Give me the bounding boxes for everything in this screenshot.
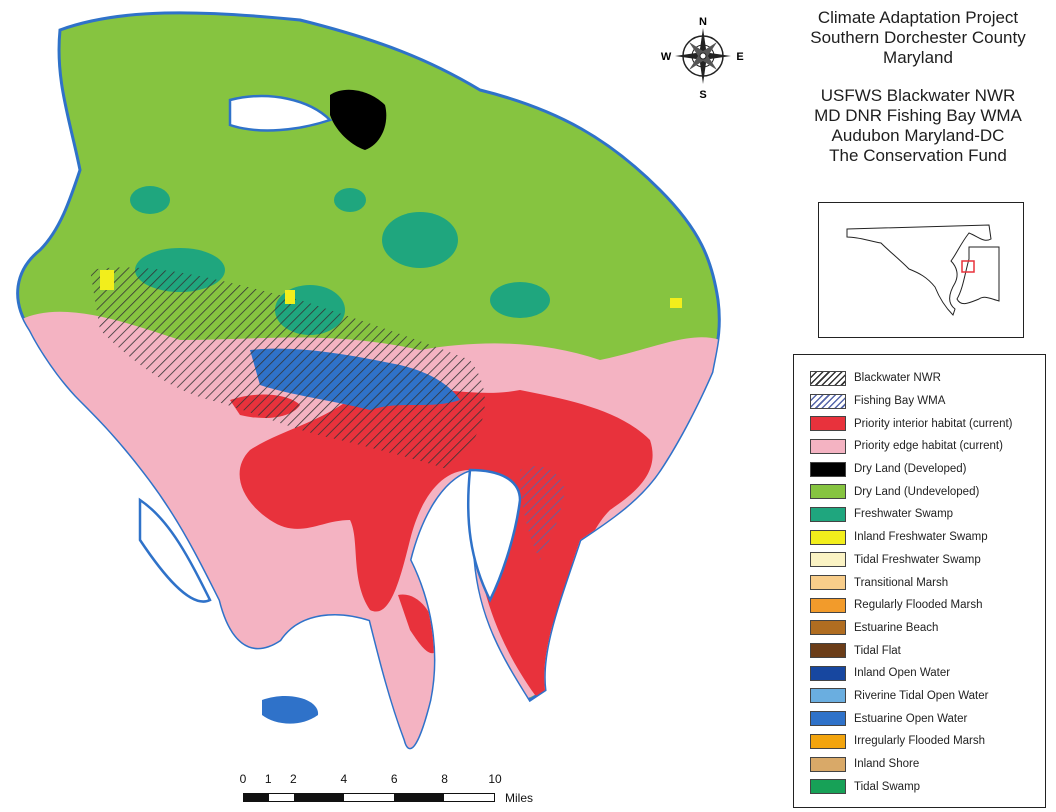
scale-tick-label: 1 (264, 772, 272, 786)
legend-label: Priority interior habitat (current) (854, 417, 1013, 430)
legend-label: Priority edge habitat (current) (854, 440, 1003, 453)
legend-swatch (810, 711, 846, 727)
legend-item: Dry Land (Developed) (810, 458, 1045, 481)
legend-item: Inland Shore (810, 753, 1045, 776)
partner-line: USFWS Blackwater NWR (820, 86, 1016, 105)
scale-segment (444, 794, 494, 801)
legend-label: Inland Shore (854, 758, 920, 771)
legend-item: Riverine Tidal Open Water (810, 685, 1045, 708)
legend-item: Priority edge habitat (current) (810, 435, 1045, 458)
legend-swatch (810, 756, 846, 772)
legend-swatch (810, 665, 846, 681)
blackwater-nwr-hatch (90, 267, 485, 470)
legend-item: Irregularly Flooded Marsh (810, 730, 1045, 753)
fishing-bay-wma-hatch (520, 466, 565, 560)
priority-interior-habitat-c (398, 594, 439, 654)
legend-label: Irregularly Flooded Marsh (854, 735, 986, 748)
legend-label: Inland Freshwater Swamp (854, 531, 988, 544)
developed-land (330, 89, 387, 150)
legend-item: Tidal Flat (810, 639, 1045, 662)
legend-swatch (810, 416, 846, 432)
compass-north-label: N (699, 16, 707, 28)
legend-item: Tidal Swamp (810, 775, 1045, 798)
scale-track (243, 793, 495, 802)
scale-segment (269, 794, 294, 801)
legend-label: Estuarine Open Water (854, 712, 968, 725)
legend-item: Tidal Freshwater Swamp (810, 549, 1045, 572)
legend-label: Transitional Marsh (854, 576, 949, 589)
legend-item: Priority interior habitat (current) (810, 412, 1045, 435)
partner-line: The Conservation Fund (829, 146, 1007, 165)
legend-item: Freshwater Swamp (810, 503, 1045, 526)
legend-label: Tidal Freshwater Swamp (854, 553, 981, 566)
legend-swatch (810, 643, 846, 659)
scale-bar: Miles 0 1 2 4 6 8 10 (239, 772, 563, 808)
legend-label: Fishing Bay WMA (854, 395, 946, 408)
legend-label: Estuarine Beach (854, 621, 939, 634)
legend-item: Blackwater NWR (810, 367, 1045, 390)
legend-swatch (810, 597, 846, 613)
legend-swatch (810, 733, 846, 749)
legend-label: Freshwater Swamp (854, 508, 954, 521)
partner-line: Audubon Maryland-DC (831, 126, 1005, 145)
scale-tick-label: 4 (340, 772, 348, 786)
legend-swatch (810, 620, 846, 636)
scale-tick-label: 8 (441, 772, 448, 786)
legend-item: Transitional Marsh (810, 571, 1045, 594)
legend-label: Dry Land (Developed) (854, 463, 967, 476)
legend-swatch (810, 552, 846, 568)
legend-swatch (810, 438, 846, 454)
maryland-outline (846, 224, 1000, 316)
partner-line: MD DNR Fishing Bay WMA (814, 106, 1022, 125)
compass-west-label: W (661, 51, 672, 63)
legend-swatch (810, 370, 846, 386)
title-line: Climate Adaptation Project (817, 8, 1019, 27)
scale-tick-label: 2 (290, 772, 297, 786)
legend-label: Tidal Swamp (854, 780, 921, 793)
legend-item: Dry Land (Undeveloped) (810, 480, 1045, 503)
scale-segment (344, 794, 394, 801)
title-line: Maryland (883, 48, 953, 67)
inland-freshwater-swamp-spots (100, 270, 682, 308)
scale-segment (294, 794, 344, 801)
legend-label: Inland Open Water (854, 667, 951, 680)
habitat-map[interactable]: N S E W (0, 0, 790, 812)
study-area-marker (961, 260, 975, 273)
legend-label: Blackwater NWR (854, 372, 941, 385)
legend-item: Fishing Bay WMA (810, 390, 1045, 413)
compass-south-label: S (699, 89, 706, 101)
legend-item: Estuarine Open Water (810, 707, 1045, 730)
locator-map[interactable] (818, 202, 1024, 338)
legend-swatch (810, 393, 846, 409)
legend-swatch (810, 529, 846, 545)
map-title-block: Climate Adaptation Project Southern Dorc… (780, 8, 1056, 166)
map-legend: Blackwater NWR Fishing Bay WMA Priority in… (793, 354, 1046, 808)
legend-swatch (810, 575, 846, 591)
legend-item: Inland Freshwater Swamp (810, 526, 1045, 549)
scale-unit-label: Miles (505, 791, 534, 805)
legend-swatch (810, 779, 846, 795)
legend-label: Tidal Flat (854, 644, 901, 657)
scale-tick-label: 10 (488, 772, 502, 786)
priority-interior-habitat (239, 387, 653, 696)
legend-label: Regularly Flooded Marsh (854, 599, 983, 612)
legend-item: Estuarine Beach (810, 617, 1045, 640)
scale-segment (394, 794, 444, 801)
scale-tick-label: 6 (390, 772, 398, 786)
legend-item: Regularly Flooded Marsh (810, 594, 1045, 617)
scale-tick-label: 0 (239, 772, 247, 786)
legend-item: Inland Open Water (810, 662, 1045, 685)
legend-swatch (810, 688, 846, 704)
title-line: Southern Dorchester County (810, 28, 1026, 47)
bay-cutouts (138, 94, 522, 603)
estuarine-island (262, 695, 319, 724)
legend-swatch (810, 506, 846, 522)
legend-label: Riverine Tidal Open Water (854, 689, 989, 702)
legend-swatch (810, 484, 846, 500)
scale-segment (244, 794, 269, 801)
legend-label: Dry Land (Undeveloped) (854, 485, 980, 498)
compass-east-label: E (736, 51, 743, 63)
legend-swatch (810, 461, 846, 477)
compass-rose-icon: N S E W (661, 16, 744, 101)
